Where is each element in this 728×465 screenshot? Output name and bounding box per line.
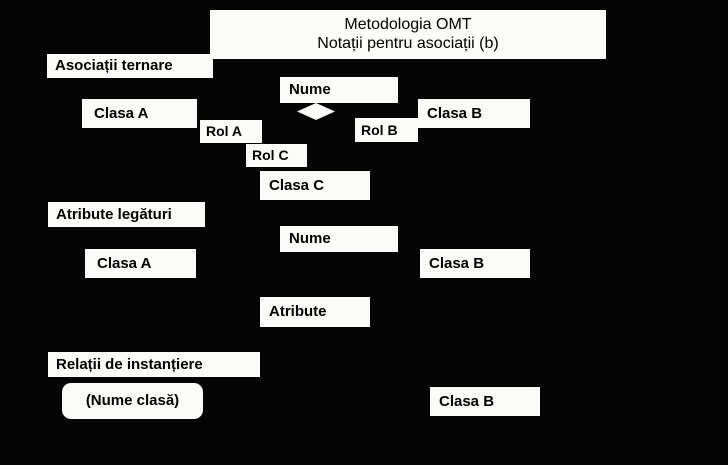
link-attributes-attribute-box: Atribute bbox=[260, 297, 370, 327]
ternary-role-a-box: Rol A bbox=[200, 120, 262, 143]
ternary-role-b-box: Rol B bbox=[355, 118, 418, 142]
slide-title-line-1: Metodologia OMT bbox=[344, 16, 472, 34]
ternary-association-name-box: Nume bbox=[280, 77, 398, 103]
ternary-role-c-box: Rol C bbox=[246, 144, 307, 167]
link-attributes-class-a-box: Clasa A bbox=[85, 249, 196, 278]
section-heading-atribute-legaturi: Atribute legături bbox=[48, 202, 205, 227]
slide-title-line-2: Notații pentru asociații (b) bbox=[317, 34, 499, 52]
link-attributes-name-box: Nume bbox=[280, 226, 398, 252]
section-heading-relatii-de-instantiere: Relații de instanțiere bbox=[48, 352, 260, 377]
slide-title-box: Metodologia OMT Notații pentru asociații… bbox=[210, 10, 606, 59]
ternary-class-c-box: Clasa C bbox=[260, 171, 370, 200]
ternary-class-a-box: Clasa A bbox=[82, 99, 197, 128]
instantiation-class-b-box: Clasa B bbox=[430, 387, 540, 416]
ternary-class-b-box: Clasa B bbox=[418, 99, 530, 128]
section-heading-asociatii-ternare: Asociații ternare bbox=[47, 54, 213, 78]
link-attributes-class-b-box: Clasa B bbox=[420, 249, 530, 278]
instantiation-class-name-box: (Nume clasă) bbox=[62, 383, 203, 419]
association-diamond-icon bbox=[297, 103, 335, 120]
